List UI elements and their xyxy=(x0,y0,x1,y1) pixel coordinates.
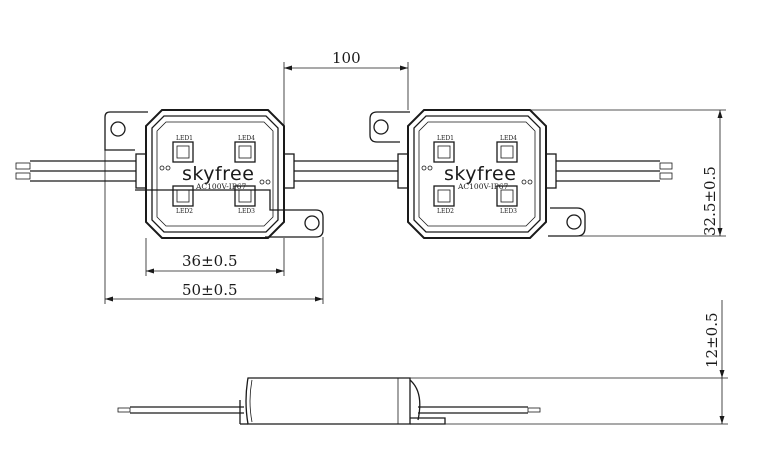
wire-tip xyxy=(659,172,673,180)
right-cable-gland-a xyxy=(397,153,409,189)
dimension-outer-width: 50±0.5 xyxy=(104,150,324,304)
solder-pad xyxy=(427,165,433,171)
wire-tip xyxy=(15,162,31,170)
brand-logo: skyfree xyxy=(182,163,254,185)
left-led-2: LED2 xyxy=(172,185,194,215)
left-housing-pcb xyxy=(156,121,274,227)
left-led-4: LED4 xyxy=(234,135,256,163)
wires-top xyxy=(15,160,673,182)
mount-hole-left xyxy=(373,119,389,135)
left-led-3: LED3 xyxy=(234,185,256,215)
solder-pad xyxy=(259,179,265,185)
wire-tip xyxy=(527,407,541,413)
solder-pad xyxy=(527,179,533,185)
module-right: LED1 LED4 LED2 LED3 skyfree AC100V-IP67 xyxy=(369,109,586,239)
mount-hole-right xyxy=(304,215,320,231)
wire-tip xyxy=(117,407,131,413)
dimension-pitch: 100 xyxy=(283,49,409,154)
right-led-2: LED2 xyxy=(433,185,455,215)
dimension-pitch-label: 100 xyxy=(332,49,361,67)
right-housing-pcb xyxy=(418,121,536,227)
right-led-4: LED4 xyxy=(496,135,518,163)
solder-pad xyxy=(159,165,165,171)
wire-tip xyxy=(15,172,31,180)
led-label: LED2 xyxy=(176,208,193,215)
left-ear-outline xyxy=(104,111,324,238)
led-label: LED4 xyxy=(238,135,255,142)
solder-pad xyxy=(421,165,427,171)
right-cable-gland-b xyxy=(545,153,557,189)
led-label: LED1 xyxy=(437,135,454,142)
left-housing-inner xyxy=(151,115,279,233)
left-cable-gland-a xyxy=(135,153,147,189)
led-label: LED4 xyxy=(500,135,517,142)
left-led-1: LED1 xyxy=(172,135,194,163)
mount-hole-left xyxy=(110,121,126,137)
module-left: LED1 LED4 LED2 LED3 skyfree AC100V-IP67 xyxy=(104,109,324,239)
led-label: LED1 xyxy=(176,135,193,142)
right-led-1: LED1 xyxy=(433,135,455,163)
brand-logo: skyfree xyxy=(444,163,516,185)
right-housing-inner xyxy=(413,115,541,233)
dimension-height-label: 32.5±0.5 xyxy=(701,166,719,236)
side-view xyxy=(117,377,541,425)
dimension-outer-width-label: 50±0.5 xyxy=(182,281,238,299)
mount-hole-right xyxy=(566,214,582,230)
solder-pad xyxy=(265,179,271,185)
dimension-thickness-label: 12±0.5 xyxy=(703,312,721,368)
dimension-inner-width-label: 36±0.5 xyxy=(182,252,238,270)
left-cable-gland-b xyxy=(283,153,295,189)
led-label: LED3 xyxy=(238,208,255,215)
right-ear-outline xyxy=(369,111,586,237)
wire-tip xyxy=(659,162,673,170)
spec-label: AC100V-IP67 xyxy=(457,182,509,191)
led-label: LED2 xyxy=(437,208,454,215)
dimension-inner-width: 36±0.5 xyxy=(145,238,285,276)
right-led-3: LED3 xyxy=(496,185,518,215)
dimension-thickness: 12±0.5 xyxy=(410,300,728,425)
spec-label: AC100V-IP67 xyxy=(195,182,247,191)
solder-pad xyxy=(165,165,171,171)
dimension-height: 32.5±0.5 xyxy=(530,109,726,237)
solder-pad xyxy=(521,179,527,185)
led-label: LED3 xyxy=(500,208,517,215)
side-housing xyxy=(245,377,411,425)
